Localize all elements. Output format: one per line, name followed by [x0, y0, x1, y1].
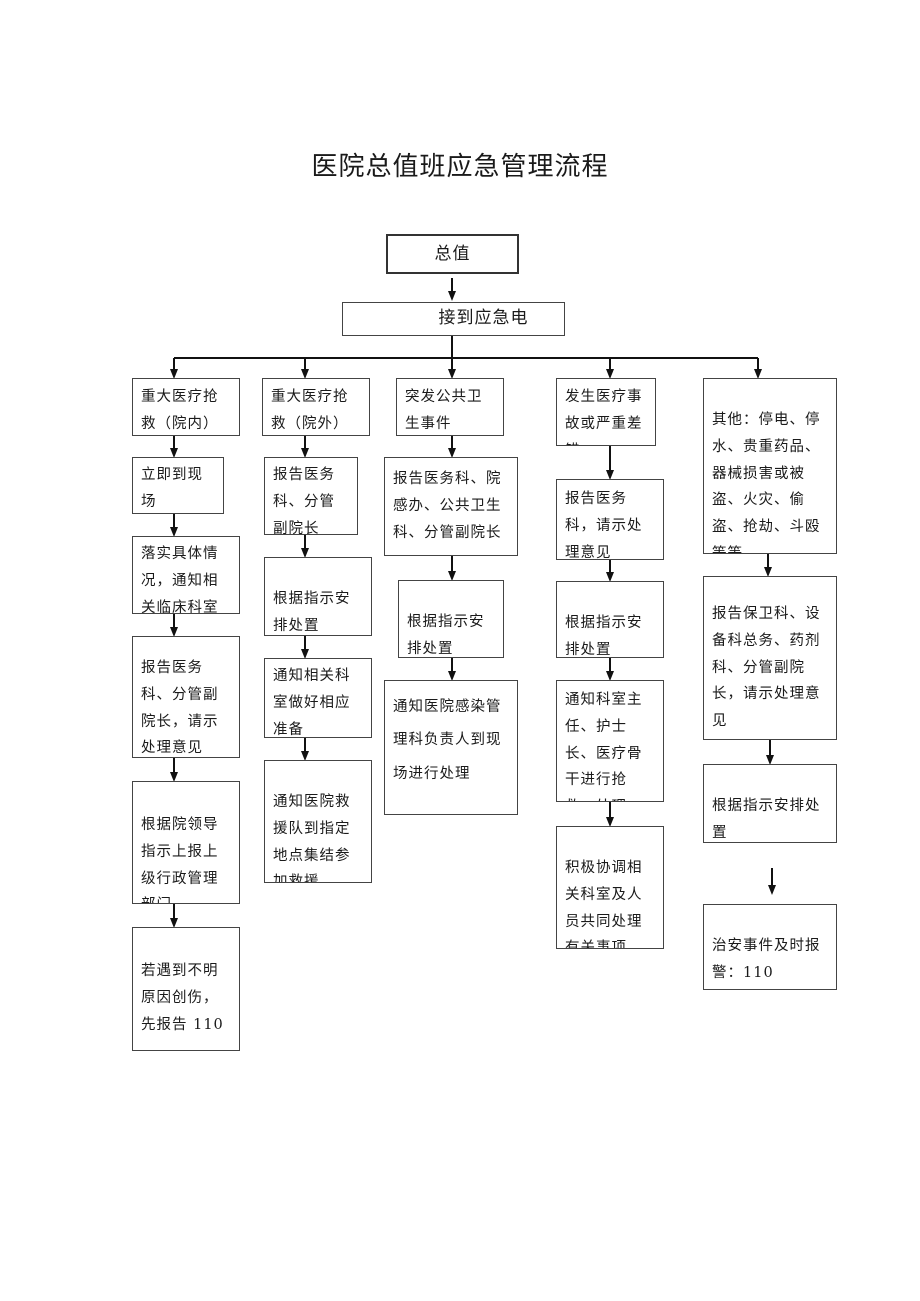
col3-header: 突发公共卫生事件	[396, 378, 504, 436]
col1-step2: 落实具体情况，通知相关临床科室	[132, 536, 240, 614]
col2-step2: 根据指示安排处置	[264, 557, 372, 636]
col2-step1: 报告医务科、分管副院长	[264, 457, 358, 535]
col5-step3: 治安事件及时报警：110	[703, 904, 837, 990]
col1-step5: 若遇到不明原因创伤，先报告 110	[132, 927, 240, 1051]
col5-step2: 根据指示安排处置	[703, 764, 837, 843]
emergency-call-node: 接到应急电	[342, 302, 565, 336]
root-node: 总值	[386, 234, 519, 274]
page-title: 医院总值班应急管理流程	[311, 152, 609, 182]
col2-header: 重大医疗抢救（院外）	[262, 378, 370, 436]
col4-step2: 根据指示安排处置	[556, 581, 664, 658]
col2-step3: 通知相关科室做好相应准备	[264, 658, 372, 738]
col1-header: 重大医疗抢救（院内）	[132, 378, 240, 436]
col1-step1: 立即到现场	[132, 457, 224, 514]
col4-header: 发生医疗事故或严重差错	[556, 378, 656, 446]
col3-step2: 根据指示安排处置	[398, 580, 504, 658]
col4-step3: 通知科室主任、护士长、医疗骨干进行抢救、处理	[556, 680, 664, 802]
col4-step1: 报告医务科，请示处理意见	[556, 479, 664, 560]
col1-step4: 根据院领导指示上报上级行政管理部门	[132, 781, 240, 904]
col2-step4: 通知医院救援队到指定地点集结参加救援	[264, 760, 372, 883]
col3-step3: 通知医院感染管理科负责人到现场进行处理	[384, 680, 518, 815]
col1-step3: 报告医务科、分管副院长，请示处理意见	[132, 636, 240, 758]
col5-step1: 报告保卫科、设备科总务、药剂科、分管副院长，请示处理意见	[703, 576, 837, 740]
col5-header: 其他：停电、停水、贵重药品、器械损害或被盗、火灾、偷盗、抢劫、斗殴等等	[703, 378, 837, 554]
col4-step4: 积极协调相关科室及人员共同处理有关事项	[556, 826, 664, 949]
col3-step1: 报告医务科、院感办、公共卫生科、分管副院长	[384, 457, 518, 556]
